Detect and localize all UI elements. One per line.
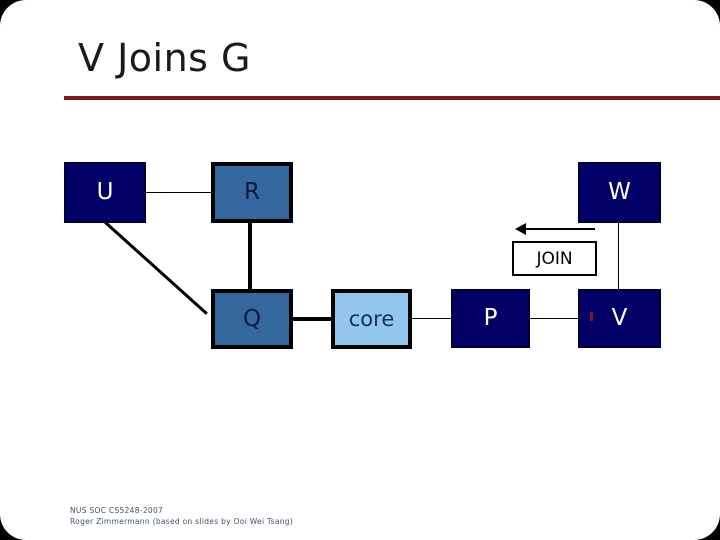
- node-w[interactable]: W: [578, 162, 661, 223]
- join-arrow-line: [525, 228, 595, 230]
- title-divider: [64, 96, 720, 100]
- edge-p-v: [530, 318, 579, 319]
- edge-u-q: [103, 221, 208, 315]
- edge-q-core: [292, 317, 332, 321]
- arrow-left-icon: [515, 223, 526, 235]
- node-r[interactable]: R: [211, 162, 293, 223]
- node-p[interactable]: P: [451, 289, 530, 348]
- join-label-box: JOIN: [512, 241, 597, 276]
- edge-r-q: [248, 223, 252, 290]
- node-core[interactable]: core: [331, 289, 412, 349]
- slide-footer: NUS SOC CS5248-2007 Roger Zimmermann (ba…: [70, 506, 293, 527]
- footer-line-course: NUS SOC CS5248-2007: [70, 506, 164, 515]
- edge-u-r: [146, 192, 212, 193]
- node-u[interactable]: U: [64, 162, 146, 223]
- edge-w-v: [618, 223, 619, 290]
- page-title: V Joins G: [78, 36, 251, 80]
- v-node-marker: [590, 312, 593, 321]
- node-q[interactable]: Q: [211, 289, 293, 349]
- edge-core-p: [412, 318, 452, 319]
- footer-line-author: Roger Zimmermann (based on slides by Ooi…: [70, 516, 294, 526]
